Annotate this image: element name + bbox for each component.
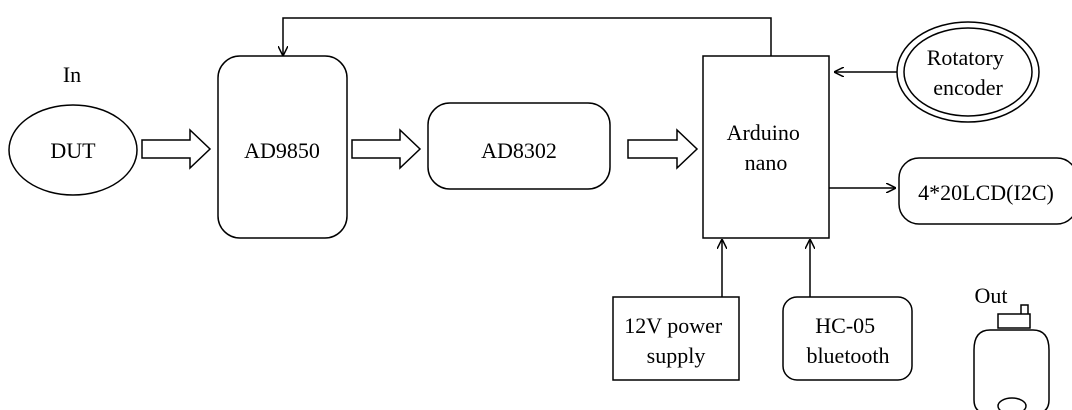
bluetooth-label: HC-05 bluetooth	[806, 313, 889, 368]
feedback-arrow	[283, 17, 772, 56]
ad8302-block: AD8302	[427, 102, 611, 190]
arduino-box	[702, 55, 830, 239]
ad9850-block: AD9850	[217, 55, 348, 239]
bluetooth-block: HC-05 bluetooth	[782, 296, 913, 381]
output-device-icon	[973, 304, 1050, 410]
in-label: In	[63, 62, 81, 87]
power-supply-label-line1: 12V power	[624, 313, 723, 338]
ad9850-label: AD9850	[244, 138, 320, 163]
hollow-arrow-ad8302-arduino	[627, 128, 699, 170]
ad8302-box	[427, 102, 611, 190]
encoder-label: Rotatory encoder	[927, 45, 1010, 100]
out-label: Out	[975, 283, 1008, 308]
power-supply-block: 12V power supply	[612, 296, 740, 381]
output-device-port	[997, 397, 1027, 410]
output-device-body	[973, 329, 1050, 410]
bluetooth-label-line2: bluetooth	[806, 343, 889, 368]
dut-label: DUT	[50, 138, 96, 163]
lcd-box	[898, 157, 1072, 225]
dut-ellipse	[8, 104, 138, 196]
arduino-label: Arduino nano	[727, 120, 806, 175]
hollow-arrow-ad9850-ad8302	[351, 128, 422, 170]
encoder-label-line2: encoder	[933, 75, 1003, 100]
power-supply-label: 12V power supply	[624, 313, 727, 368]
arduino-block: Arduino nano	[702, 55, 830, 239]
lcd-block: 4*20LCD(I2C)	[898, 157, 1072, 225]
power-supply-label-line2: supply	[647, 343, 706, 368]
bluetooth-box	[782, 296, 913, 381]
lcd-label: 4*20LCD(I2C)	[918, 180, 1054, 205]
arduino-label-line2: nano	[745, 150, 788, 175]
bluetooth-label-line1: HC-05	[815, 313, 875, 338]
ad8302-label: AD8302	[481, 138, 557, 163]
output-device-top-plate	[997, 313, 1031, 329]
arduino-label-line1: Arduino	[727, 120, 800, 145]
hollow-arrow-dut-ad9850	[141, 128, 212, 170]
ad9850-box	[217, 55, 348, 239]
encoder-label-line1: Rotatory	[927, 45, 1004, 70]
power-supply-box	[612, 296, 740, 381]
encoder-inner-ellipse	[903, 27, 1033, 117]
dut-block: DUT	[8, 104, 138, 196]
encoder-block: Rotatory encoder	[896, 21, 1040, 123]
